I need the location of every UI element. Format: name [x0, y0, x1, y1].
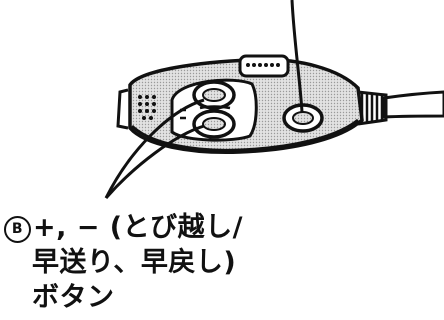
leader-lines-b [104, 98, 205, 199]
minus-button[interactable] [192, 109, 236, 139]
clip [238, 54, 290, 78]
callout-b: B+, − (とび越し/ 早送り、早戻し) ボタン [0, 210, 290, 315]
marker-b-icon: B [4, 216, 31, 243]
leader-line-top [290, 0, 304, 113]
callout-line-3: ボタン [32, 282, 115, 313]
cable [357, 90, 444, 126]
callout-text-1: +, − (とび越し/ [33, 212, 244, 243]
callout-line-2: 早送り、早戻し) [32, 247, 237, 278]
speaker-grille [138, 95, 156, 120]
callout-line-1: B+, − (とび越し/ [0, 210, 290, 245]
plus-button[interactable] [192, 80, 236, 110]
remote-body [116, 54, 364, 155]
